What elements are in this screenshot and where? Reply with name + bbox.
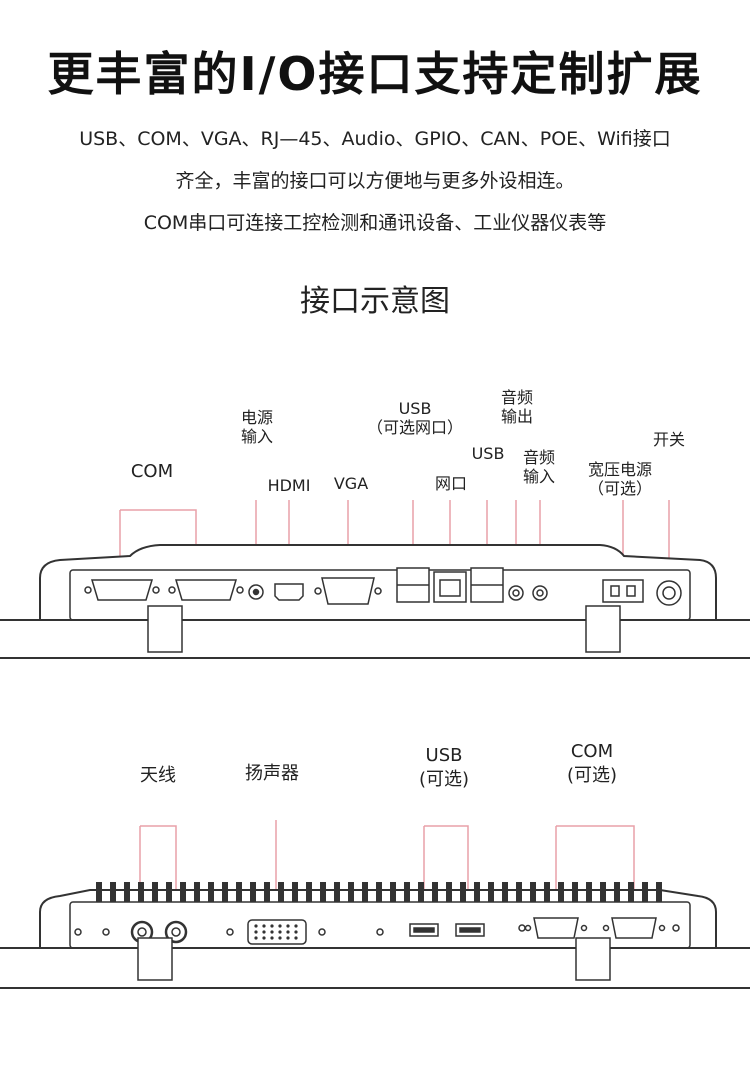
- bottom-io-panel: [0, 820, 750, 989]
- label-audio-out: 音频输出: [500, 388, 533, 426]
- label-usb: USB: [471, 444, 505, 463]
- label-switch: 开关: [652, 430, 685, 449]
- page-title: 更丰富的I/O接口支持定制扩展: [47, 47, 703, 101]
- description-line-2: 齐全，丰富的接口可以方便地与更多外设相连。: [175, 170, 575, 192]
- description-line-3: COM串口可连接工控检测和通讯设备、工业仪器仪表等: [143, 212, 607, 234]
- label-lan: 网口: [434, 474, 467, 493]
- top-io-panel: [0, 500, 750, 659]
- label-antenna: 天线: [140, 765, 176, 786]
- label-com: COM: [130, 461, 174, 482]
- label-com-optional: COM(可选): [566, 741, 618, 786]
- label-wide-power: 宽压电源（可选）: [587, 460, 652, 498]
- description-line-1: USB、COM、VGA、RJ—45、Audio、GPIO、CAN、POE、Wif…: [79, 128, 671, 150]
- label-hdmi: HDMI: [267, 476, 311, 495]
- label-vga: VGA: [333, 474, 369, 493]
- label-usb-lan: USB（可选网口）: [366, 399, 463, 437]
- label-speaker: 扬声器: [245, 763, 299, 784]
- heatsink-fins: [96, 882, 662, 902]
- diagram-title: 接口示意图: [300, 284, 450, 319]
- label-usb-optional: USB(可选): [418, 745, 470, 790]
- label-audio-in: 音频输入: [522, 448, 555, 486]
- label-power-in: 电源输入: [240, 408, 273, 446]
